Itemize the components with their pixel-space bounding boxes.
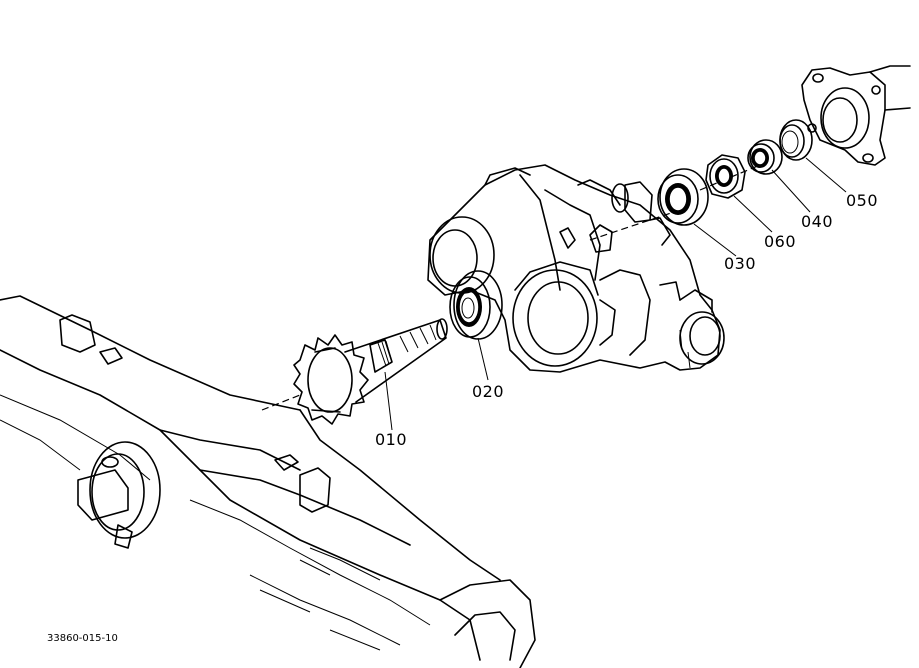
- pinion-gear-010: [293, 318, 448, 425]
- part-label-040: 040: [801, 212, 834, 231]
- bearing-030: [657, 168, 709, 226]
- collar-040: [747, 139, 783, 175]
- part-label-050: 050: [846, 191, 879, 210]
- part-label-060: 060: [764, 232, 797, 251]
- differential-case: [427, 164, 725, 373]
- nut-060: [705, 154, 746, 199]
- leader-lines: [384, 157, 847, 431]
- part-label-030: 030: [724, 254, 757, 273]
- drawing-reference-number: 33860-015-10: [47, 633, 118, 644]
- housing-flange: [801, 65, 911, 166]
- assembly-axis-line: [261, 394, 301, 411]
- part-label-010: 010: [375, 430, 408, 449]
- part-label-020: 020: [472, 382, 505, 401]
- axle-housing: [0, 295, 536, 668]
- bearing-020: [449, 270, 503, 340]
- oil-seal-050: [779, 119, 813, 161]
